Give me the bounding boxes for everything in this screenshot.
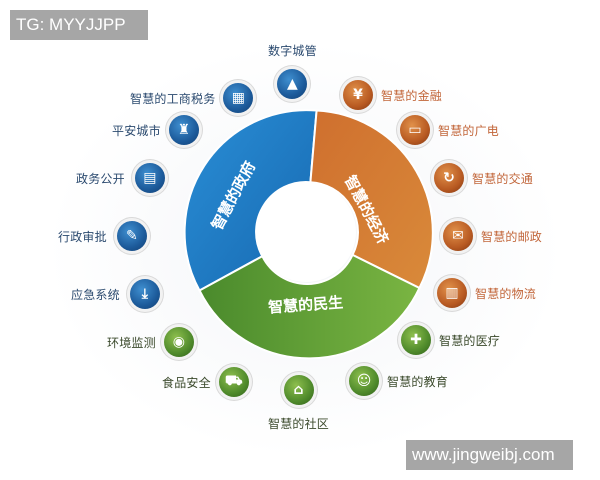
- node-label: 环境监测: [107, 335, 156, 350]
- node-label: 智慧的医疗: [439, 333, 501, 348]
- node-business-tax: 智慧的工商税务 ▦: [130, 83, 254, 113]
- document-icon: ▤: [134, 163, 165, 193]
- node-smart-broadcast: ▭ 智慧的广电: [400, 115, 499, 145]
- node-label: 智慧的金融: [381, 88, 443, 103]
- node-environment-monitoring: 环境监测 ◉: [107, 327, 194, 357]
- segment-livelihood: [198, 253, 421, 360]
- package-icon: ▥: [437, 278, 467, 308]
- envelope-icon: ✉: [443, 221, 473, 251]
- node-government-disclosure: 政务公开 ▤: [76, 163, 165, 193]
- watermark-top: TG: MYYJJPP: [10, 10, 148, 40]
- node-smart-healthcare: ✚ 智慧的医疗: [401, 325, 500, 355]
- people-icon: ☺: [349, 366, 379, 396]
- node-smart-community: ⌂ 智慧的社区: [268, 375, 329, 432]
- traffic-cone-icon: ▲: [277, 69, 308, 99]
- node-label: 智慧的广电: [438, 123, 500, 138]
- download-tray-icon: ⤓: [129, 279, 160, 309]
- node-label: 平安城市: [112, 123, 161, 138]
- node-smart-education: ☺ 智慧的教育: [349, 366, 448, 396]
- environment-monitor-icon: ◉: [163, 327, 194, 357]
- node-smart-transportation: ↻ 智慧的交通: [434, 163, 533, 193]
- medical-kit-icon: ✚: [401, 325, 431, 355]
- node-label: 政务公开: [76, 171, 125, 186]
- node-label: 应急系统: [71, 287, 120, 302]
- node-label: 智慧的邮政: [481, 229, 543, 244]
- node-label: 行政审批: [58, 229, 107, 244]
- house-icon: ⌂: [283, 375, 314, 405]
- node-administrative-approval: 行政审批 ✎: [58, 221, 147, 251]
- segment-economy: [309, 109, 434, 290]
- node-safe-city: 平安城市 ♜: [112, 115, 199, 145]
- traffic-cycle-icon: ↻: [434, 163, 464, 193]
- node-label: 智慧的物流: [475, 286, 537, 301]
- node-label: 数字城管: [268, 44, 317, 58]
- node-label: 智慧的教育: [387, 374, 449, 389]
- segment-label-livelihood: 智慧的民生: [268, 293, 344, 316]
- node-label: 智慧的社区: [268, 417, 330, 431]
- city-buildings-icon: ♜: [168, 115, 199, 145]
- node-label: 食品安全: [162, 375, 211, 390]
- shopping-cart-icon: ⛟: [218, 367, 249, 397]
- node-emergency-system: 应急系统 ⤓: [71, 279, 160, 309]
- watermark-bottom: www.jingweibj.com: [406, 440, 573, 470]
- yen-icon: ¥: [343, 80, 373, 110]
- node-smart-logistics: ▥ 智慧的物流: [437, 278, 536, 308]
- monitor-icon: ▭: [400, 115, 430, 145]
- node-label: 智慧的交通: [472, 171, 534, 186]
- business-tax-icon: ▦: [223, 83, 254, 113]
- donut-hole: [256, 182, 356, 282]
- node-label: 智慧的工商税务: [130, 91, 216, 106]
- node-food-safety: 食品安全 ⛟: [162, 367, 249, 397]
- node-smart-postal: ✉ 智慧的邮政: [443, 221, 542, 251]
- node-smart-finance: ¥ 智慧的金融: [343, 80, 442, 110]
- approval-pen-icon: ✎: [116, 221, 147, 251]
- node-digital-city-management: 数字城管 ▲: [268, 42, 317, 99]
